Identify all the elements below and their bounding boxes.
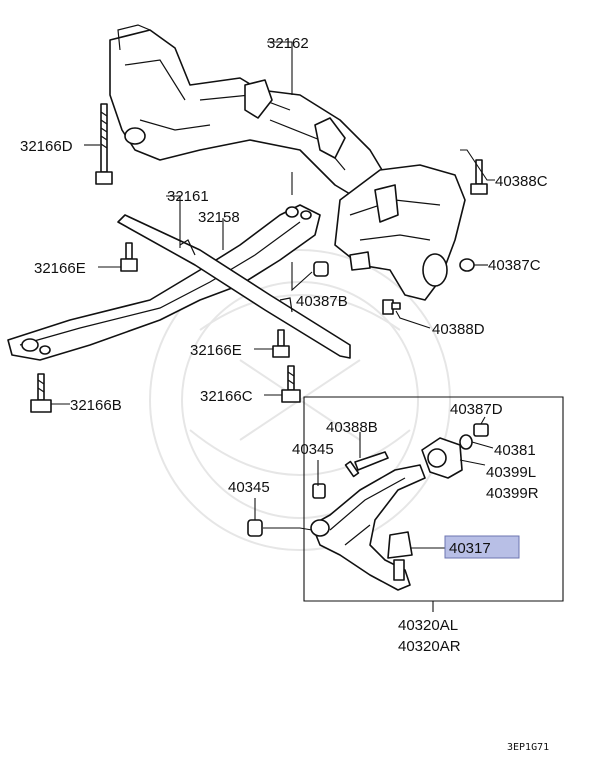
lower-arm-group-frame xyxy=(303,396,564,602)
label-40387D: 40387D xyxy=(450,401,503,418)
brace-bar-32161 xyxy=(117,214,351,359)
subframe-32162 xyxy=(109,24,386,201)
washer-40345-lower xyxy=(247,519,263,537)
bolt-40388C xyxy=(470,159,488,195)
bolt-40388D xyxy=(382,299,401,315)
label-40345-upper: 40345 xyxy=(292,441,334,458)
label-32166B: 32166B xyxy=(70,397,122,414)
label-32161: 32161 xyxy=(167,188,209,205)
label-32166E-left: 32166E xyxy=(34,260,86,277)
nut-40387C xyxy=(459,258,475,272)
washer-40345-upper xyxy=(312,483,326,499)
label-40388C: 40388C xyxy=(495,173,548,190)
leader-lines xyxy=(51,41,495,612)
knuckle-assembly xyxy=(334,164,466,301)
label-40399R: 40399R xyxy=(486,485,539,502)
crossmember-32158 xyxy=(7,204,321,361)
label-40388B: 40388B xyxy=(326,419,378,436)
label-32162: 32162 xyxy=(267,35,309,52)
label-32166C: 32166C xyxy=(200,388,253,405)
part-number-labels: 32162 32166D 32161 32158 32166E 32166E 3… xyxy=(20,35,549,753)
bolt-32166E-left xyxy=(120,242,138,272)
lower-arm-40320A xyxy=(310,464,426,591)
label-40320AL: 40320AL xyxy=(398,617,458,634)
label-40388D: 40388D xyxy=(432,321,485,338)
label-32166D: 32166D xyxy=(20,138,73,155)
label-40387C: 40387C xyxy=(488,257,541,274)
highlight-box-40317 xyxy=(444,535,520,559)
label-40399L: 40399L xyxy=(486,464,536,481)
label-40345-lower: 40345 xyxy=(228,479,270,496)
bolt-32166D xyxy=(95,103,113,185)
bolt-32166E-center xyxy=(272,329,290,358)
label-40320AR: 40320AR xyxy=(398,638,461,655)
bolt-32166C xyxy=(281,365,301,403)
watermark-emblem xyxy=(149,249,451,551)
nut-40387D xyxy=(473,423,489,437)
label-40381: 40381 xyxy=(494,442,536,459)
bolt-32166B xyxy=(30,373,52,413)
bushing-40399 xyxy=(421,434,473,479)
label-32166E-center: 32166E xyxy=(190,342,242,359)
label-32158: 32158 xyxy=(198,209,240,226)
diagram-code: 3EP1G71 xyxy=(507,742,549,753)
boot-40317 xyxy=(387,531,413,559)
label-40387B: 40387B xyxy=(296,293,348,310)
bolt-40388B xyxy=(344,451,389,478)
label-40317: 40317 xyxy=(449,540,491,557)
nut-40387B xyxy=(313,261,329,277)
